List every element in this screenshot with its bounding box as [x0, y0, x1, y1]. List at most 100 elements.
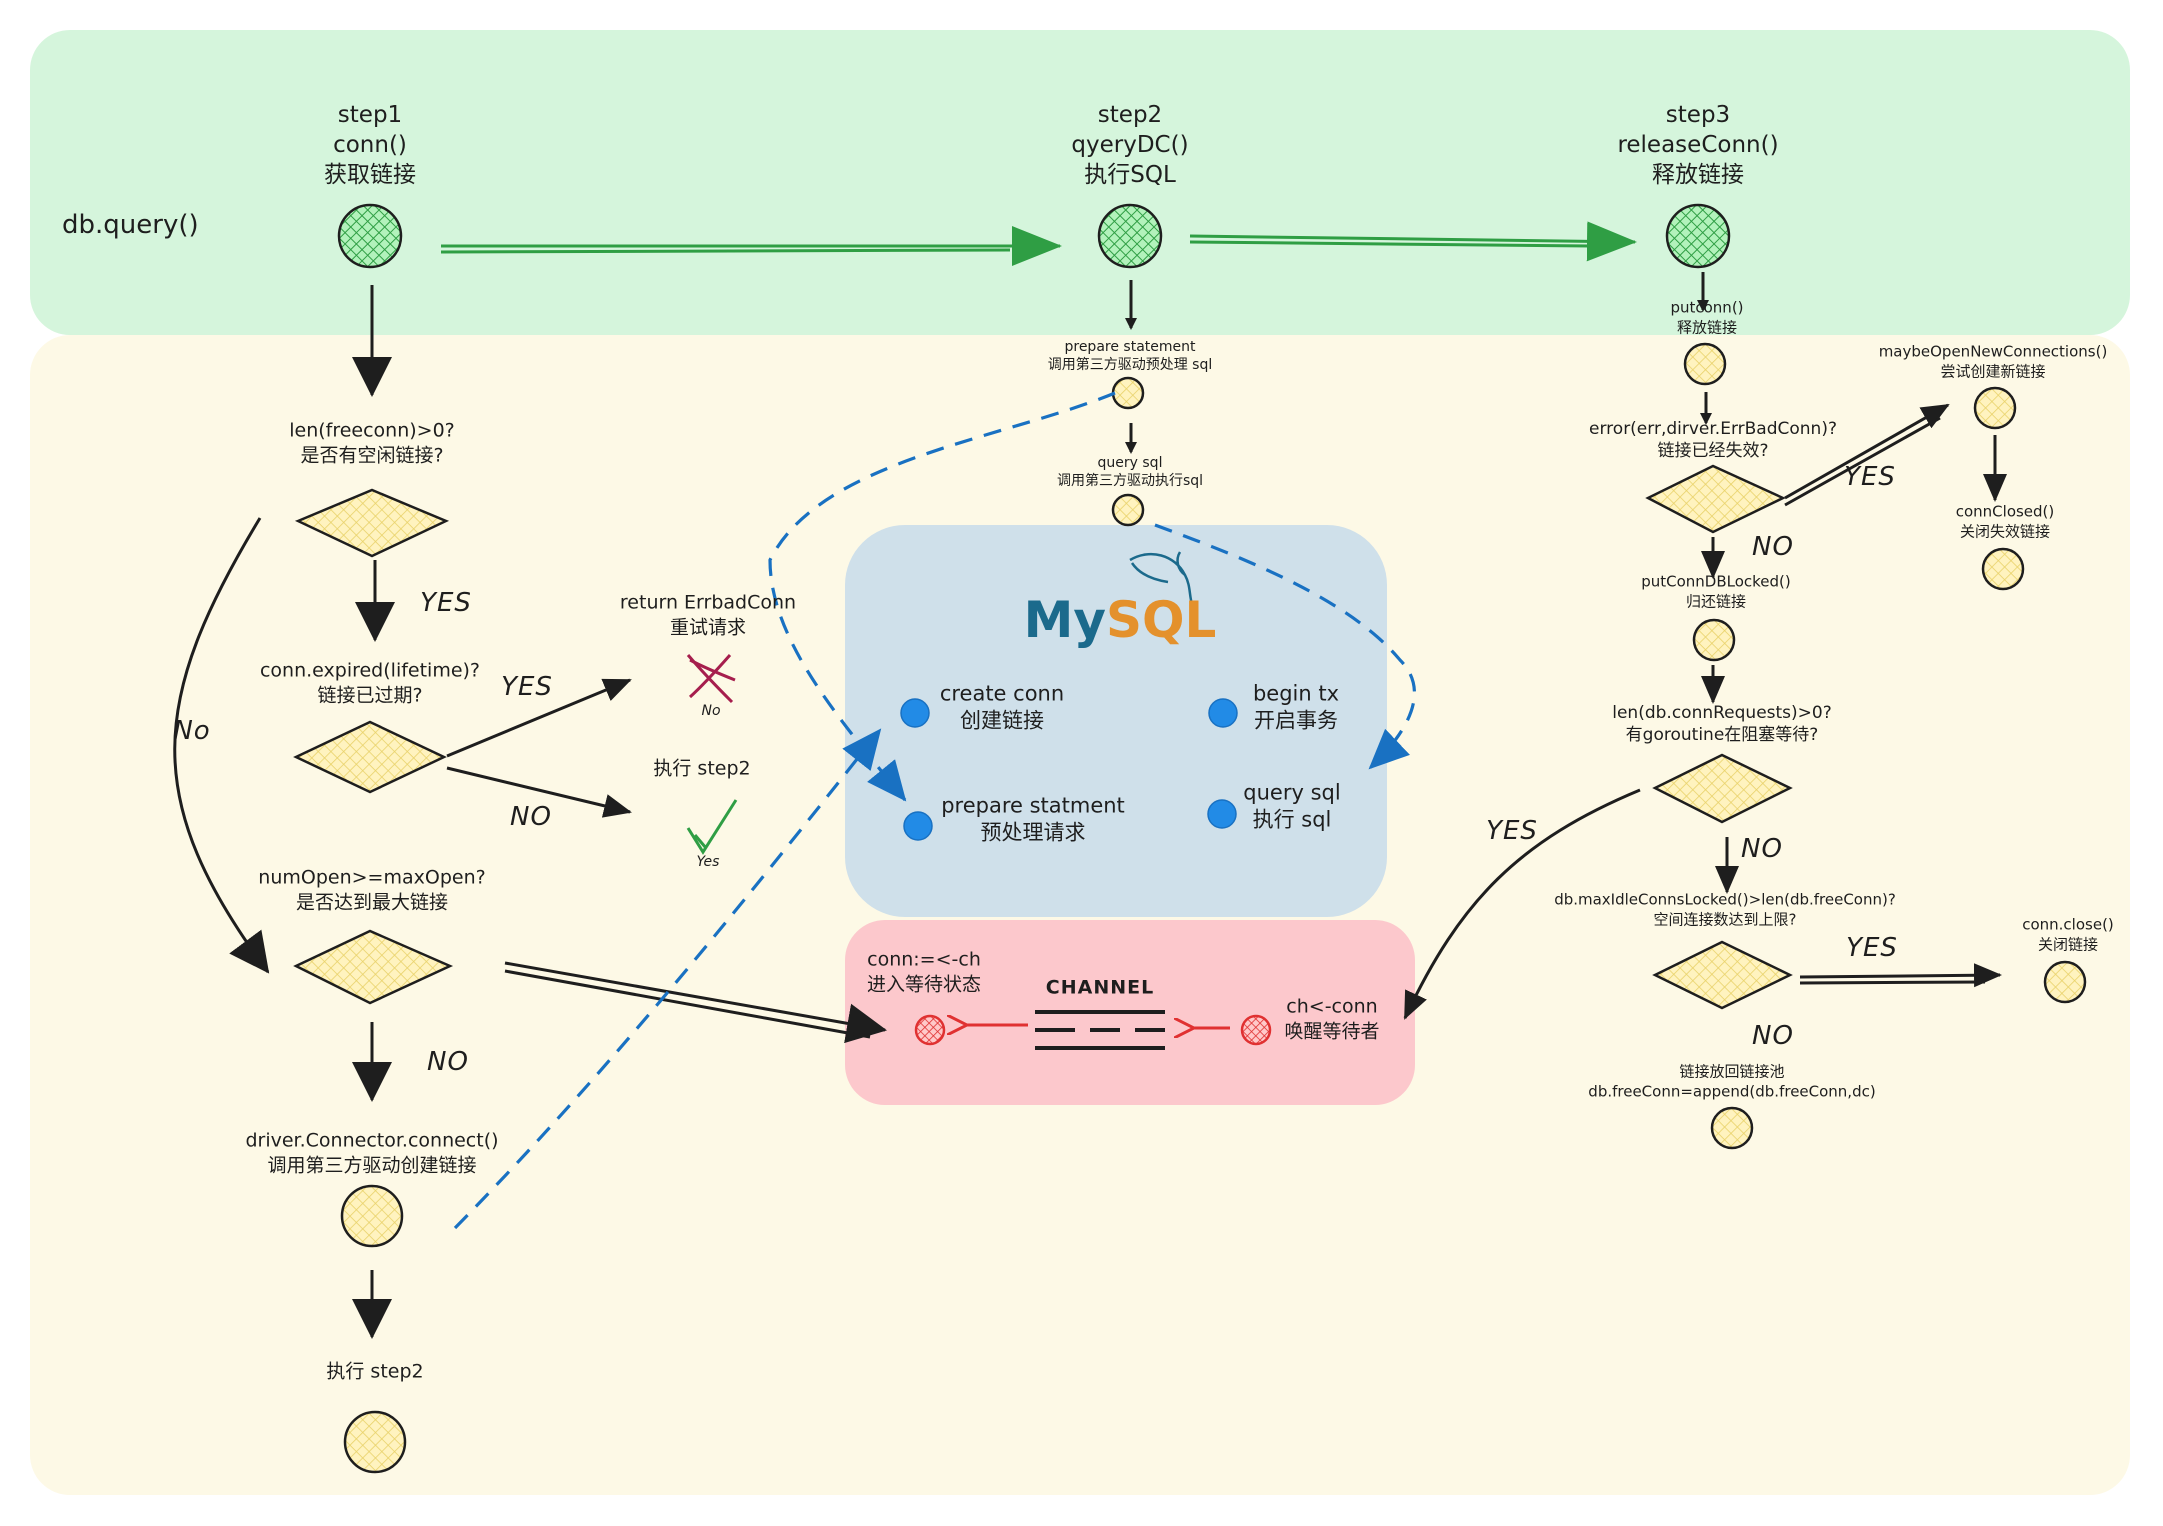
diamond-freeconn — [294, 488, 450, 558]
maybe-open-code: maybeOpenNewConnections() — [1878, 342, 2108, 361]
create-conn-desc: 创建链接 — [959, 709, 1044, 733]
mysql-item-prepare: prepare statment 预处理请求 — [941, 793, 1125, 848]
prepare-node — [1111, 376, 1145, 410]
dot-query — [1207, 799, 1237, 829]
no-label-3: NO — [427, 1047, 469, 1078]
lane-label: db.query() — [62, 210, 199, 241]
q-freeconn-label: len(freeconn)>0? 是否有空闲链接? — [289, 418, 455, 467]
channel-recv-label: conn:=<-ch 进入等待状态 — [867, 947, 981, 996]
q-error-label: error(err,dirver.ErrBadConn)? 链接已经失效? — [1589, 418, 1837, 462]
channel-send-node — [1240, 1014, 1272, 1046]
prepare-desc: 调用第三方驱动预处理 sql — [1047, 357, 1213, 373]
q-requests-desc: 有goroutine在阻塞等待? — [1625, 725, 1819, 745]
cross-icon — [686, 654, 736, 704]
putconn-desc: 释放链接 — [1676, 318, 1737, 336]
channel-recv-desc: 进入等待状态 — [866, 973, 982, 995]
ret-badconn-code: return ErrbadConn — [619, 591, 797, 614]
no-label-requests: NO — [1741, 834, 1783, 865]
append-label: 链接放回链接池 db.freeConn=append(db.freeConn,d… — [1588, 1063, 1875, 1102]
exec-step2-a: 执行 step2 — [653, 757, 751, 780]
create-conn-code: create conn — [939, 681, 1065, 706]
mysql-box — [845, 525, 1387, 917]
q-requests-code: len(db.connRequests)>0? — [1612, 702, 1832, 723]
query-label: query sql 调用第三方驱动执行sql — [1057, 454, 1203, 490]
no-label-2: NO — [510, 802, 552, 833]
channel-recv-node — [914, 1014, 946, 1046]
dot-begin-tx — [1208, 698, 1238, 728]
q-idle-code: db.maxIdleConnsLocked()>len(db.freeConn)… — [1554, 890, 1896, 909]
channel-send-desc: 唤醒等待者 — [1284, 1020, 1380, 1042]
no-label-error: NO — [1752, 532, 1794, 563]
put-locked-node — [1692, 618, 1736, 662]
yes-label-requests: YES — [1486, 816, 1538, 847]
channel-arrows — [965, 1025, 1230, 1028]
step3-desc: 释放链接 — [1651, 161, 1744, 188]
mysql-logo-sql: SQL — [1105, 591, 1217, 649]
flow3-arrows — [1403, 272, 2007, 1020]
conn-close-node — [2043, 960, 2087, 1004]
put-locked-label: putConnDBLocked() 归还链接 — [1641, 573, 1791, 612]
prepare-code: prepare statement — [1064, 338, 1196, 355]
conn-close-label: conn.close() 关闭链接 — [2022, 916, 2114, 955]
query-node — [1111, 493, 1145, 527]
q-maxopen-desc: 是否达到最大链接 — [295, 891, 448, 913]
q-expired-code: conn.expired(lifetime)? — [259, 659, 481, 682]
mysql-logo-my: My — [1023, 591, 1106, 649]
mysql-item-create-conn: create conn 创建链接 — [940, 681, 1064, 736]
conn-closed-code: connClosed() — [1955, 502, 2055, 521]
step1-label: step1 conn() 获取链接 — [324, 101, 416, 191]
step1-func: conn() — [333, 132, 407, 159]
step3-func: releaseConn() — [1617, 132, 1779, 159]
dot-prepare — [903, 811, 933, 841]
prepare-stmt-desc: 预处理请求 — [980, 821, 1086, 845]
diamond-maxopen — [293, 929, 454, 1005]
step1-desc: 获取链接 — [324, 161, 416, 188]
append-node — [1710, 1106, 1754, 1150]
conn-closed-label: connClosed() 关闭失效链接 — [1956, 503, 2055, 542]
mark-no: No — [701, 702, 721, 719]
putconn-node — [1683, 342, 1727, 386]
query-sql-code: query sql — [1243, 780, 1341, 805]
step2-label: step2 qyeryDC() 执行SQL — [1071, 101, 1188, 191]
yes-label-2: YES — [501, 672, 553, 703]
step3-title: step3 — [1665, 102, 1731, 129]
yes-label-1: YES — [420, 588, 472, 619]
connect-label: driver.Connector.connect() 调用第三方驱动创建链接 — [245, 1128, 498, 1177]
step3-node — [1665, 203, 1731, 269]
ret-badconn-desc: 重试请求 — [669, 616, 747, 638]
step2-node — [1097, 203, 1163, 269]
channel-title: CHANNEL — [1045, 976, 1155, 999]
query-sql-desc: 执行 sql — [1252, 808, 1332, 832]
step-arrows — [440, 221, 1637, 266]
prepare-stmt-code: prepare statment — [941, 793, 1125, 818]
putconn-label: putconn() 释放链接 — [1670, 299, 1743, 338]
check-icon — [686, 799, 738, 855]
step1-node — [337, 203, 403, 269]
step2-func: qyeryDC() — [1071, 132, 1189, 159]
q-error-code: error(err,dirver.ErrBadConn)? — [1589, 418, 1837, 439]
dashed-links — [453, 391, 1417, 1230]
dot-create-conn — [900, 698, 930, 728]
mark-yes: Yes — [696, 853, 720, 870]
mysql-logo: MySQL — [1024, 591, 1217, 649]
diamond-requests — [1652, 753, 1793, 824]
connect-node — [340, 1184, 404, 1248]
step2-desc: 执行SQL — [1084, 161, 1176, 188]
no-label-idle: NO — [1752, 1021, 1794, 1052]
diamond-idle — [1652, 940, 1793, 1010]
begin-tx-code: begin tx — [1252, 681, 1340, 706]
connect-desc: 调用第三方驱动创建链接 — [267, 1154, 477, 1176]
putconn-code: putconn() — [1670, 298, 1744, 317]
step2-title: step2 — [1097, 102, 1163, 129]
begin-tx-desc: 开启事务 — [1254, 709, 1338, 733]
maybe-open-label: maybeOpenNewConnections() 尝试创建新链接 — [1879, 343, 2108, 382]
q-maxopen-label: numOpen>=maxOpen? 是否达到最大链接 — [258, 865, 485, 914]
q-expired-label: conn.expired(lifetime)? 链接已过期? — [260, 658, 480, 707]
mysql-dolphin-icon — [1129, 551, 1197, 611]
maybe-open-desc: 尝试创建新链接 — [1940, 362, 2046, 380]
put-locked-code: putConnDBLocked() — [1641, 572, 1791, 591]
step3-label: step3 releaseConn() 释放链接 — [1617, 101, 1778, 191]
q-expired-desc: 链接已过期? — [317, 684, 423, 706]
conn-closed-node — [1981, 547, 2025, 591]
q-requests-label: len(db.connRequests)>0? 有goroutine在阻塞等待? — [1612, 702, 1832, 746]
